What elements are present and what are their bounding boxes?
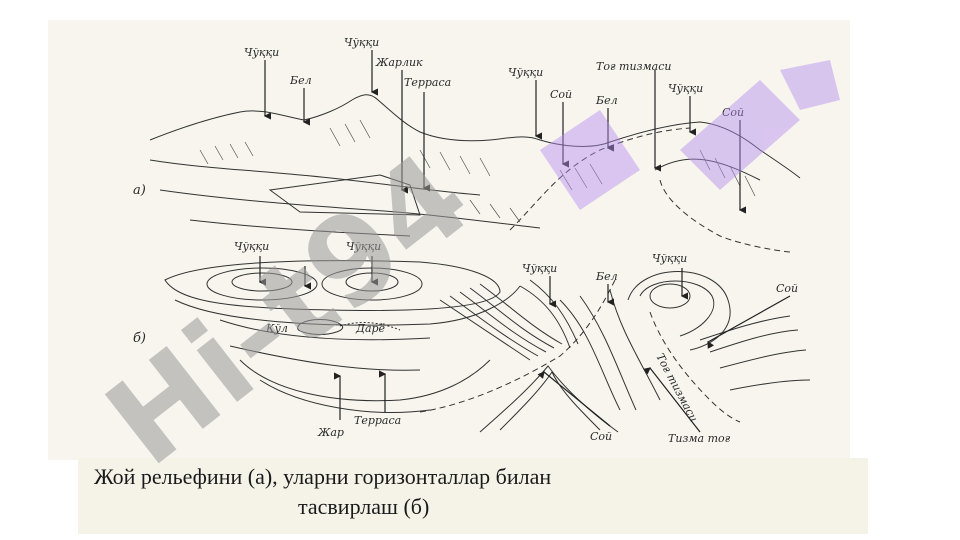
part-a-label: а) — [133, 183, 146, 198]
contour-map — [164, 260, 811, 433]
panorama-labels: а) Чўққи Бел Чўққи Жарлик Терраса Чўққи … — [133, 36, 744, 198]
label-saddle-2: Бел — [595, 94, 618, 107]
label-valley-2: Сой — [722, 106, 744, 119]
label-peak-1: Чўққи — [244, 46, 279, 59]
label-contour-valley-2: Сой — [590, 430, 612, 443]
label-contour-valley-1: Сой — [776, 282, 798, 295]
label-contour-peak-1: Чўққи — [234, 240, 269, 253]
label-saddle-1: Бел — [289, 74, 312, 87]
caption-panel — [78, 458, 868, 534]
label-cliff: Жар — [317, 426, 344, 439]
label-peak-3: Чўққи — [508, 66, 543, 79]
label-contour-peak-3: Чўққи — [522, 262, 557, 275]
label-contour-terrace: Терраса — [354, 414, 401, 427]
label-ridge-vertical: Тоғ тизмаси — [653, 351, 700, 424]
figure-panel — [48, 20, 850, 460]
label-ridge: Тоғ тизмаси — [596, 60, 671, 73]
label-peak-2: Чўққи — [344, 36, 379, 49]
caption-line-1: Жой рельефини (а), уларни горизонталлар … — [94, 464, 552, 489]
label-ridge-crest: Тизма тоғ — [668, 432, 731, 445]
label-contour-peak-2: Чўққи — [346, 240, 381, 253]
label-peak-4: Чўққи — [668, 82, 703, 95]
watermark-accent — [540, 60, 840, 210]
label-contour-peak-4: Чўққи — [652, 252, 687, 265]
label-ravine: Жарлик — [375, 56, 423, 69]
label-terrace: Терраса — [404, 76, 451, 89]
label-river: Дарё — [355, 322, 386, 335]
label-lake: Кўл — [265, 322, 288, 335]
part-b-label: б) — [133, 331, 146, 346]
caption-line-2: тасвирлаш (б) — [298, 494, 430, 519]
label-contour-saddle: Бел — [595, 270, 618, 283]
relief-panorama — [149, 94, 801, 253]
label-valley-1: Сой — [550, 88, 572, 101]
